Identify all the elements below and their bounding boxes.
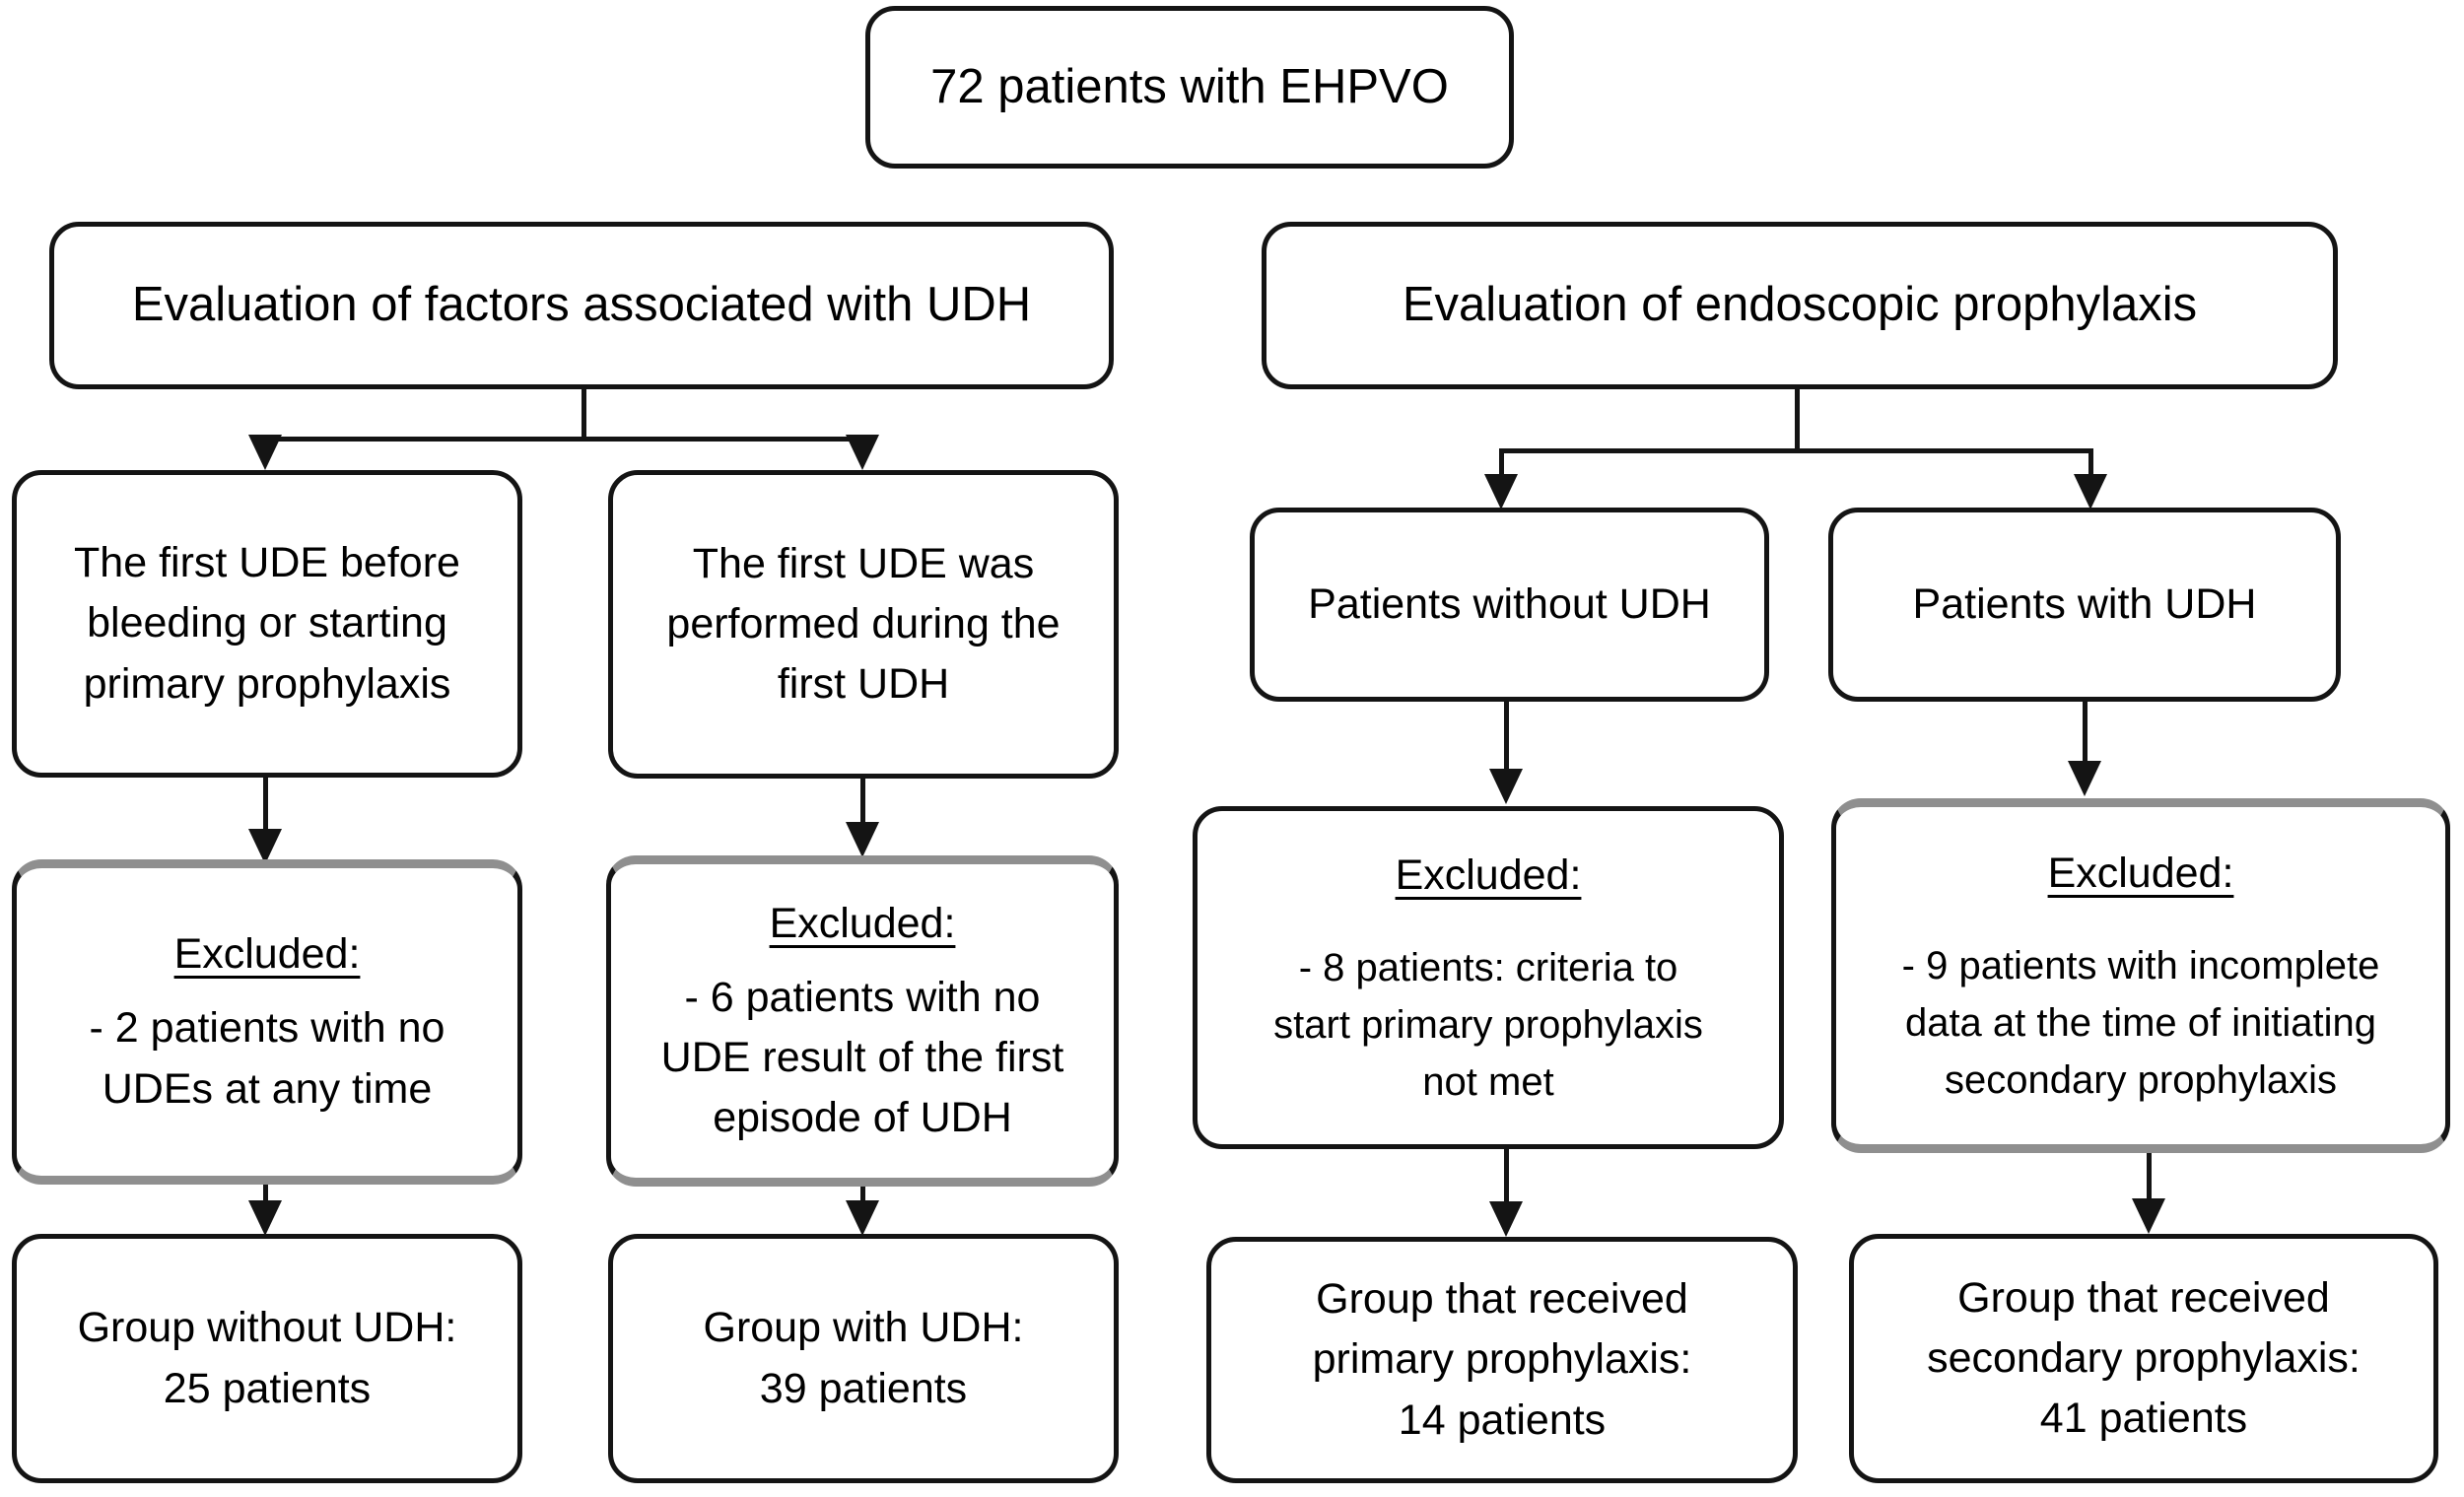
connector-col2-to-excluded	[860, 779, 865, 826]
arrowhead-col3-excluded	[1489, 769, 1523, 804]
outcome-col4-label: Group that received secondary prophylaxi…	[1927, 1273, 2361, 1443]
arrowhead-col1-outcome	[248, 1200, 282, 1236]
excluded-detail-col2: - 6 patients with no UDE result of the f…	[660, 973, 1064, 1142]
arrowhead-col1-excluded	[248, 829, 282, 864]
node-root-patients: 72 patients with EHPVO	[865, 6, 1514, 169]
arrowhead-left-col1	[248, 435, 282, 470]
connector-right-stem	[1795, 389, 1800, 450]
connector-col1-to-outcome	[263, 1185, 268, 1204]
connector-col2-to-outcome	[860, 1187, 865, 1204]
node-header-factors-udh: Evaluation of factors associated with UD…	[49, 222, 1114, 389]
outcome-col3-label: Group that received primary prophylaxis:…	[1312, 1275, 1692, 1444]
connector-left-bar	[263, 437, 864, 442]
arrowhead-col4-outcome	[2132, 1198, 2165, 1234]
connector-right-drop-col3	[1499, 448, 1504, 478]
connector-col4-to-outcome	[2147, 1153, 2152, 1204]
connector-col3-to-outcome	[1504, 1149, 1509, 1203]
node-criteria-col3-label: Patients without UDH	[1308, 579, 1711, 628]
excluded-heading-col1: Excluded:	[173, 930, 361, 979]
excluded-heading-col3: Excluded:	[1395, 851, 1582, 899]
arrowhead-left-col2	[846, 435, 879, 470]
arrowhead-right-col4	[2074, 474, 2107, 510]
node-root-label: 72 patients with EHPVO	[930, 59, 1449, 113]
node-criteria-col4-label: Patients with UDH	[1912, 579, 2257, 628]
excluded-detail-col1: - 2 patients with no UDEs at any time	[89, 1004, 445, 1113]
connector-col3-to-excluded	[1504, 702, 1509, 771]
node-group-primary-prophylaxis: Group that received primary prophylaxis:…	[1206, 1237, 1798, 1483]
connector-right-drop-col4	[2088, 448, 2093, 478]
node-criteria-col2-label: The first UDE was performed during the f…	[666, 539, 1061, 709]
node-excluded-col3: Excluded: - 8 patients: criteria to star…	[1193, 806, 1784, 1149]
node-patients-with-udh: Patients with UDH	[1828, 508, 2341, 702]
excluded-detail-col4: - 9 patients with incomplete data at the…	[1901, 944, 2380, 1103]
node-header-factors-label: Evaluation of factors associated with UD…	[131, 278, 1032, 332]
excluded-heading-col4: Excluded:	[2047, 849, 2234, 897]
node-criteria-col1-label: The first UDE before bleeding or startin…	[74, 539, 460, 708]
connector-col1-to-excluded	[263, 778, 268, 832]
excluded-heading-col2: Excluded:	[769, 899, 956, 947]
arrowhead-col4-excluded	[2068, 761, 2101, 796]
node-criteria-ude-during-first-udh: The first UDE was performed during the f…	[608, 470, 1119, 779]
node-patients-without-udh: Patients without UDH	[1250, 508, 1769, 702]
connector-left-stem	[582, 389, 586, 439]
excluded-detail-col3: - 8 patients: criteria to start primary …	[1273, 946, 1703, 1105]
arrowhead-col2-outcome	[846, 1200, 879, 1236]
connector-right-bar	[1501, 448, 2092, 453]
node-excluded-col1: Excluded: - 2 patients with no UDEs at a…	[12, 859, 522, 1185]
node-group-without-udh: Group without UDH: 25 patients	[12, 1234, 522, 1483]
arrowhead-right-col3	[1484, 474, 1518, 510]
arrowhead-col2-excluded	[846, 822, 879, 857]
node-header-endoscopic-prophylaxis: Evaluation of endoscopic prophylaxis	[1262, 222, 2338, 389]
arrowhead-col3-outcome	[1489, 1201, 1523, 1237]
node-excluded-col2: Excluded: - 6 patients with no UDE resul…	[606, 855, 1119, 1187]
node-header-endoscopic-label: Evaluation of endoscopic prophylaxis	[1402, 278, 2198, 332]
outcome-col1-label: Group without UDH: 25 patients	[77, 1304, 457, 1412]
outcome-col2-label: Group with UDH: 39 patients	[703, 1304, 1024, 1412]
node-criteria-ude-before-bleeding: The first UDE before bleeding or startin…	[12, 470, 522, 778]
node-group-secondary-prophylaxis: Group that received secondary prophylaxi…	[1849, 1234, 2438, 1483]
node-group-with-udh: Group with UDH: 39 patients	[608, 1234, 1119, 1483]
connector-col4-to-excluded	[2083, 702, 2088, 765]
node-excluded-col4: Excluded: - 9 patients with incomplete d…	[1831, 798, 2450, 1153]
